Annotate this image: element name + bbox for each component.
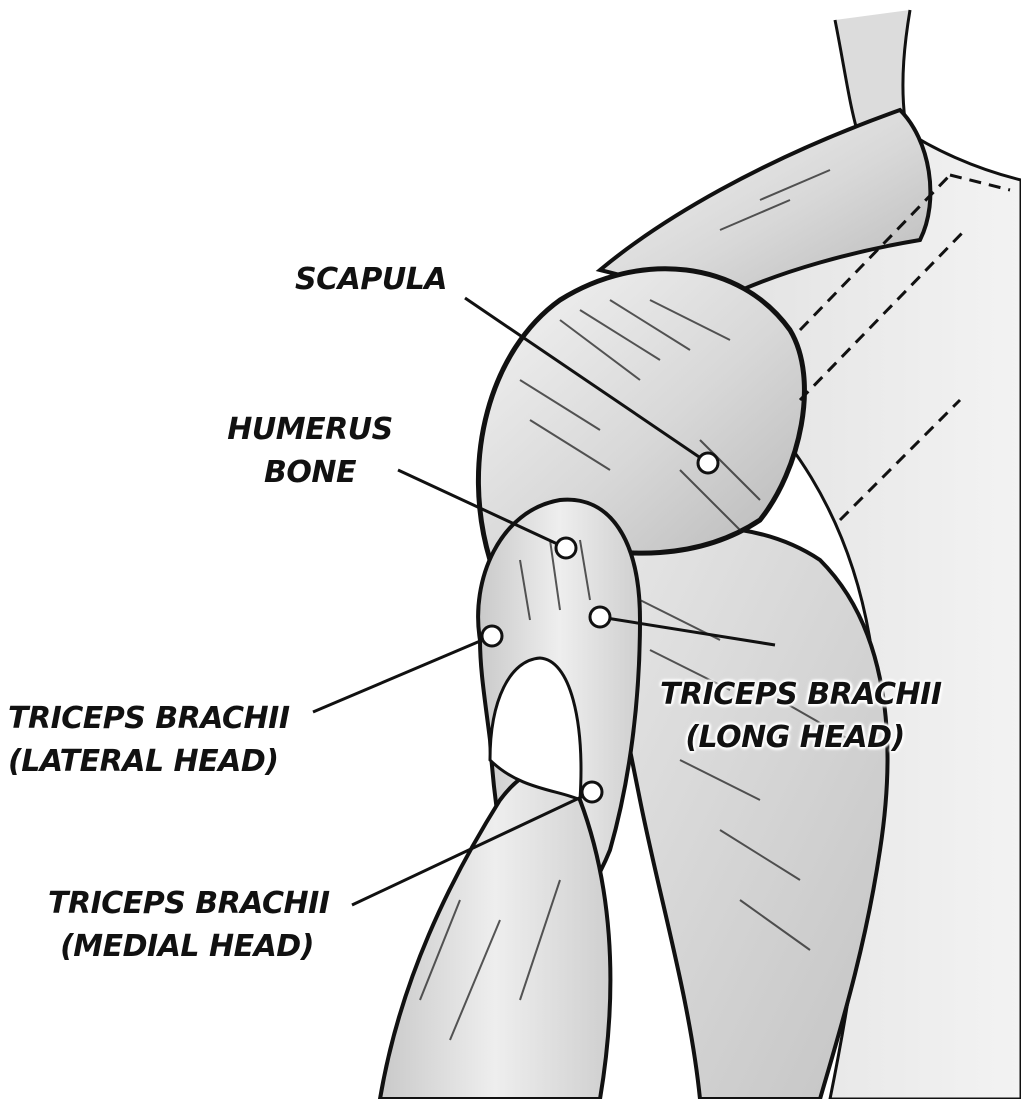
label-lateral-line-2: (LATERAL HEAD) [8,740,289,783]
label-humerus-bone: HUMERUS BONE [225,408,395,494]
medial-head-marker [582,782,602,802]
scapula-marker [698,453,718,473]
label-humerus-line-1: HUMERUS [225,408,395,451]
forearm [380,770,610,1099]
leader-lateral [313,636,492,712]
label-medial-line-1: TRICEPS BRACHII [48,882,326,925]
long-head-marker [590,607,610,627]
label-triceps-lateral: TRICEPS BRACHII (LATERAL HEAD) [8,697,289,783]
label-long-line-1: TRICEPS BRACHII [660,673,930,716]
label-long-line-2: (LONG HEAD) [660,716,930,759]
label-scapula-line: SCAPULA [295,258,447,301]
label-triceps-medial: TRICEPS BRACHII (MEDIAL HEAD) [48,882,326,968]
label-scapula: SCAPULA [295,258,447,301]
label-lateral-line-1: TRICEPS BRACHII [8,697,289,740]
label-triceps-long: TRICEPS BRACHII (LONG HEAD) [660,673,930,759]
lateral-head-marker [482,626,502,646]
long-head-muscle [607,527,887,1099]
label-humerus-line-2: BONE [225,451,395,494]
humerus-marker [556,538,576,558]
label-medial-line-2: (MEDIAL HEAD) [48,925,326,968]
